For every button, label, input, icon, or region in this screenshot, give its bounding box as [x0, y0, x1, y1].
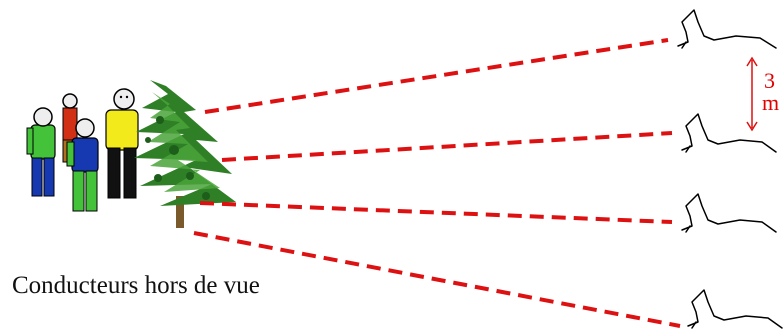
tree-icon: [134, 80, 236, 228]
handlers-group: [27, 89, 138, 211]
sight-line: [222, 133, 672, 160]
sight-line: [194, 233, 680, 326]
dog-icon: [682, 114, 776, 152]
person-icon: [27, 108, 55, 196]
sight-line: [200, 203, 672, 222]
spacing-unit: m: [762, 90, 779, 115]
dog-icon: [688, 290, 782, 328]
sight-lines: [194, 40, 680, 326]
person-icon: [106, 89, 138, 198]
sight-line: [205, 40, 668, 112]
dog-icon: [682, 194, 776, 232]
spacing-indicator: 3 m: [747, 58, 779, 130]
caption-text: Conducteurs hors de vue: [12, 272, 260, 300]
dog-icon: [678, 10, 776, 48]
dogs-group: [678, 10, 782, 328]
